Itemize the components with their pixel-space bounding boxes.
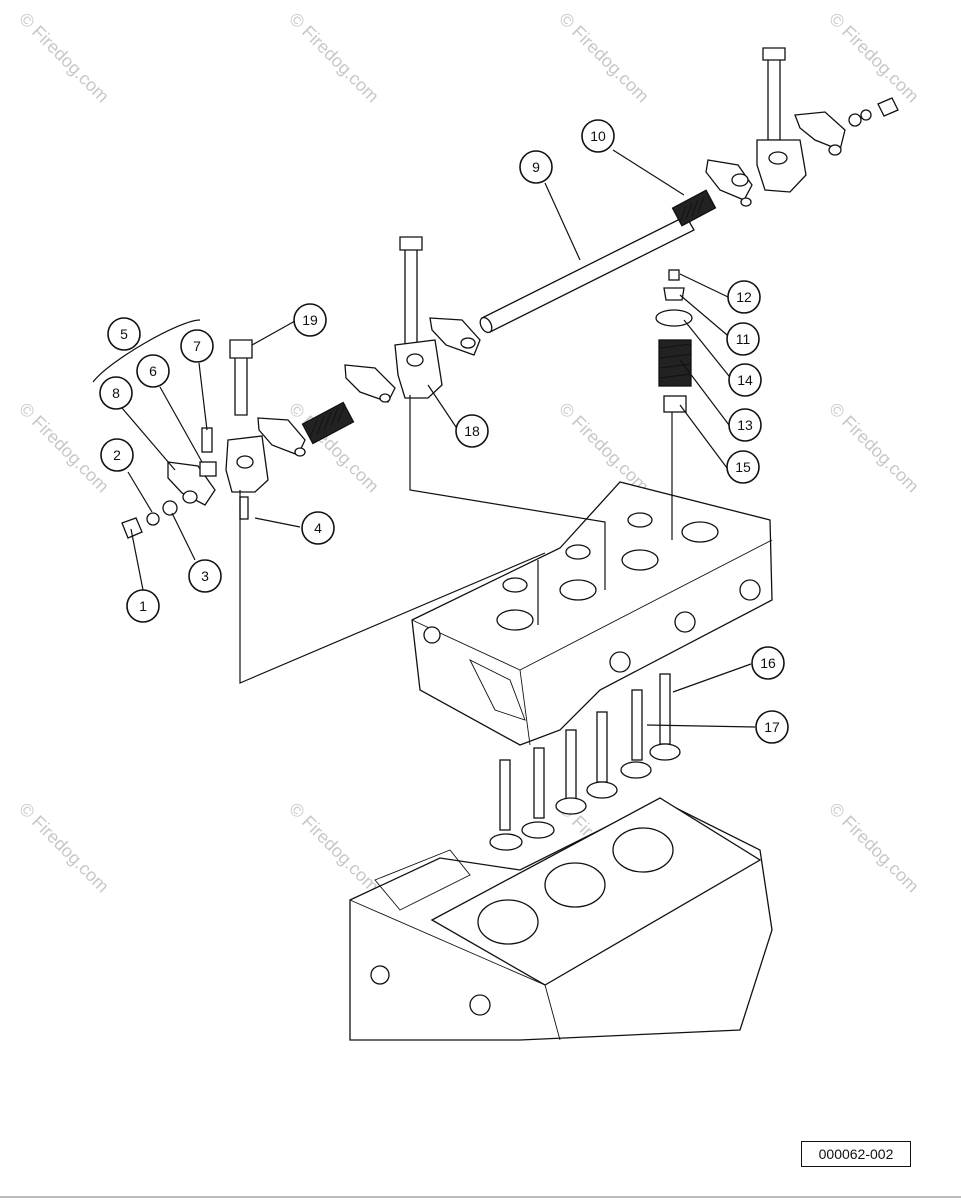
figure-code: 000062-002 — [818, 1146, 894, 1162]
figure-code-box: 000062-002 — [801, 1141, 911, 1167]
valve-spring-stack — [655, 269, 693, 413]
callout-13-label: 13 — [737, 417, 753, 433]
alignment-lines — [239, 395, 673, 684]
engine-block — [349, 797, 773, 1041]
watermark-8: © Firedog.com — [825, 399, 923, 497]
callout-4-label: 4 — [314, 520, 322, 536]
shaft-spring-right — [671, 189, 717, 227]
callout-4[interactable]: 4 — [301, 511, 335, 545]
callout-7-label: 7 — [193, 338, 201, 354]
watermark-2: © Firedog.com — [285, 9, 383, 107]
callout-8[interactable]: 8 — [99, 376, 133, 410]
watermark-4: © Firedog.com — [825, 9, 923, 107]
callout-10[interactable]: 10 — [581, 119, 615, 153]
callout-6[interactable]: 6 — [136, 354, 170, 388]
callout-18-label: 18 — [464, 423, 480, 439]
watermark-7: © Firedog.com — [555, 399, 653, 497]
rocker-arm-middle-upper — [429, 317, 481, 356]
callout-15-label: 15 — [735, 459, 751, 475]
callout-1[interactable]: 1 — [126, 589, 160, 623]
callout-3[interactable]: 3 — [188, 559, 222, 593]
bracket-left — [225, 339, 269, 493]
rocker-arm-mid-right — [705, 159, 753, 207]
callout-5[interactable]: 5 — [107, 317, 141, 351]
rocker-arm-top-right — [794, 97, 899, 156]
callout-9-label: 9 — [532, 159, 540, 175]
watermark-3: © Firedog.com — [555, 9, 653, 107]
callout-leaders — [92, 149, 756, 728]
callout-7[interactable]: 7 — [180, 329, 214, 363]
watermark-1: © Firedog.com — [15, 9, 113, 107]
watermark-10: © Firedog.com — [285, 799, 383, 897]
watermark-9: © Firedog.com — [15, 799, 113, 897]
callout-6-label: 6 — [149, 363, 157, 379]
rocker-arm-left-lower — [167, 461, 216, 506]
callout-12[interactable]: 12 — [727, 280, 761, 314]
valves — [489, 673, 681, 851]
callout-17[interactable]: 17 — [755, 710, 789, 744]
left-end-hardware — [121, 427, 249, 539]
shaft-spring-left — [301, 401, 355, 445]
callout-8-label: 8 — [112, 385, 120, 401]
callout-19[interactable]: 19 — [293, 303, 327, 337]
callout-11-label: 11 — [736, 331, 751, 347]
callout-16-label: 16 — [760, 655, 776, 671]
callout-5-label: 5 — [120, 326, 128, 342]
callout-2[interactable]: 2 — [100, 438, 134, 472]
callout-17-label: 17 — [764, 719, 780, 735]
callout-10-label: 10 — [590, 128, 606, 144]
watermark-5: © Firedog.com — [15, 399, 113, 497]
rocker-arm-middle-lower — [344, 364, 396, 403]
callout-3-label: 3 — [201, 568, 209, 584]
callout-18[interactable]: 18 — [455, 414, 489, 448]
callout-19-label: 19 — [302, 312, 318, 328]
rocker-shaft — [479, 215, 695, 334]
bracket-middle — [394, 236, 443, 399]
callout-9[interactable]: 9 — [519, 150, 553, 184]
bracket-top-right — [756, 47, 807, 193]
watermark-12: © Firedog.com — [825, 799, 923, 897]
callout-12-label: 12 — [736, 289, 752, 305]
cylinder-head — [411, 481, 773, 746]
callout-15[interactable]: 15 — [726, 450, 760, 484]
callout-14-label: 14 — [737, 372, 753, 388]
bottom-rule — [0, 1196, 961, 1198]
callout-13[interactable]: 13 — [728, 408, 762, 442]
callout-1-label: 1 — [139, 598, 147, 614]
callouts: 1 2 3 4 5 6 7 8 9 10 11 12 13 14 15 16 1… — [99, 119, 789, 744]
rocker-arm-left-upper — [257, 417, 306, 457]
callout-2-label: 2 — [113, 447, 121, 463]
callout-11[interactable]: 11 — [726, 322, 760, 356]
callout-14[interactable]: 14 — [728, 363, 762, 397]
callout-16[interactable]: 16 — [751, 646, 785, 680]
